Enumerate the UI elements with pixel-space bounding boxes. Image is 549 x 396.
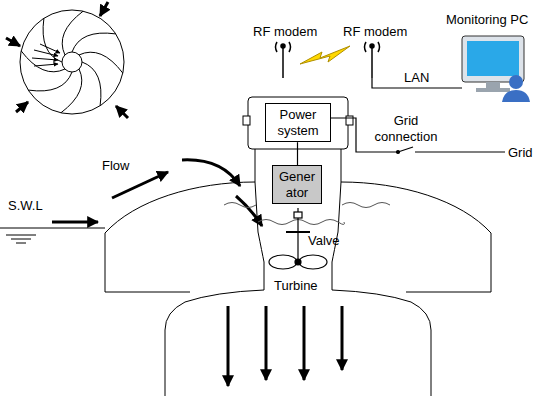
turbine-vane [72, 33, 116, 52]
valve-label: Valve [308, 233, 340, 249]
inner-flow-arrows [32, 44, 60, 66]
inflow-arrows [6, 2, 128, 118]
turbine-top-view [20, 10, 124, 114]
generator-box: Gener ator [272, 165, 322, 204]
swl-arrow [52, 221, 98, 224]
lan-label: LAN [404, 70, 429, 86]
outflow-arrows [228, 306, 342, 386]
structure [105, 182, 491, 396]
turbine-vane [21, 51, 65, 72]
connector-line [297, 142, 298, 165]
flow-arrows [112, 160, 262, 226]
modem-label: RF modem [253, 24, 317, 40]
box-text: Gener ator [275, 169, 319, 200]
flow-label: Flow [102, 158, 129, 174]
pc-icon [462, 36, 530, 102]
powerhouse [224, 97, 390, 225]
turbine-vane [82, 62, 101, 106]
turbine-vane [43, 18, 62, 62]
turbine-vane [61, 69, 82, 113]
grid-connection-label: Grid connection [366, 113, 446, 144]
water-level [0, 228, 105, 243]
turbine-vane [79, 52, 123, 73]
box-text: Power system [268, 107, 328, 138]
power-system-box: Power system [265, 103, 331, 142]
pc-label: Monitoring PC [446, 12, 528, 28]
radio-link [300, 46, 350, 64]
antenna-icon [276, 42, 380, 78]
swl-label: S.W.L [8, 198, 43, 214]
turbine-label: Turbine [274, 278, 318, 294]
grid-label: Grid [508, 145, 533, 161]
modem-label: RF modem [343, 24, 407, 40]
turbine-vane [62, 11, 83, 55]
turbine-vane [28, 72, 72, 91]
